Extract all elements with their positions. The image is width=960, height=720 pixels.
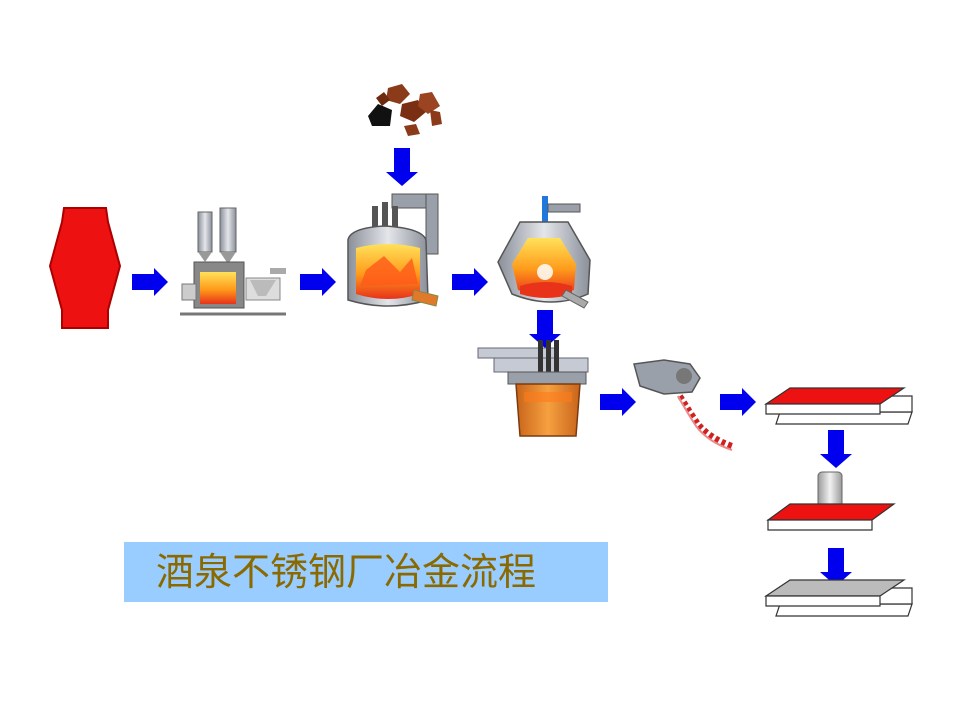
- hot-metal-pretreatment-icon: [180, 207, 286, 316]
- electric-arc-furnace-icon: [347, 193, 439, 307]
- arrow-mill-to-plate: [820, 548, 852, 586]
- aod-converter-icon: [497, 196, 591, 309]
- continuous-caster-icon: [633, 359, 734, 451]
- arrow-pretreatment-to-eaf: [300, 268, 336, 296]
- rolling-mill-icon: [766, 471, 896, 531]
- flow-arrows: [132, 148, 852, 586]
- hot-slab-icon: [764, 387, 913, 425]
- ladle-furnace-icon: [477, 340, 589, 437]
- diagram-title: 酒泉不锈钢厂冶金流程: [156, 550, 537, 594]
- arrow-eaf-to-aod: [452, 268, 488, 296]
- title-banner: 酒泉不锈钢厂冶金流程: [124, 542, 608, 602]
- scrap-ore-icon: [368, 84, 442, 136]
- arrow-ore-to-eaf: [386, 148, 418, 186]
- arrow-caster-to-slab: [720, 388, 756, 416]
- arrow-furnace-to-pretreatment: [132, 268, 168, 296]
- arrow-slab-to-mill: [820, 430, 852, 468]
- finished-plate-icon: [764, 579, 913, 617]
- blast-furnace-icon: [48, 207, 122, 329]
- arrow-ladle-to-caster: [600, 388, 636, 416]
- arrow-aod-to-ladle: [529, 310, 561, 348]
